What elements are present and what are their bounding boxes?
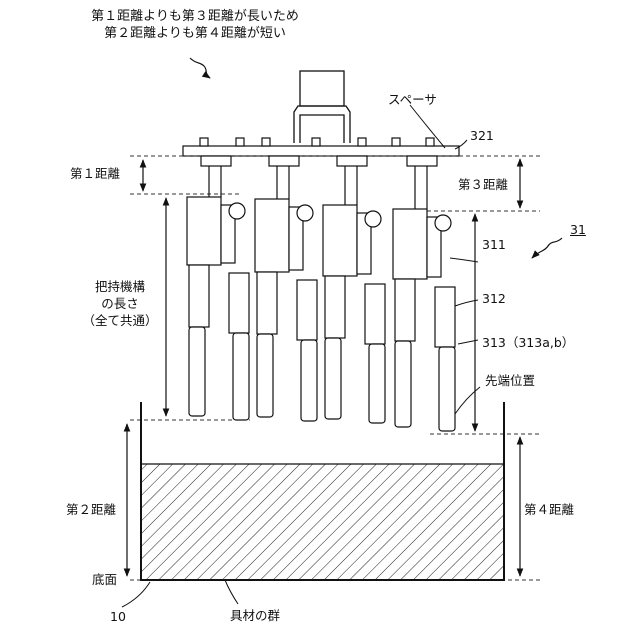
gripper-pulley-1 — [229, 203, 245, 219]
gripper-finger-b-4 — [439, 347, 455, 431]
gripper-lower-a-3 — [325, 276, 345, 338]
label-321: 321 — [470, 128, 494, 144]
label-313: 313（313a,b） — [482, 335, 574, 351]
label-31: 31 — [570, 222, 586, 238]
label-tip-position: 先端位置 — [485, 373, 535, 389]
label-spacer: スペーサ — [388, 92, 437, 108]
gripper-finger-a-4 — [395, 341, 411, 427]
gripper-bracket-3 — [337, 156, 367, 166]
gripper-body-2 — [255, 199, 289, 272]
gripper-finger-a-3 — [325, 338, 341, 419]
gripper-body-3 — [323, 205, 357, 276]
motor-mount — [294, 71, 350, 143]
gripper-body-4 — [393, 209, 427, 279]
gripper-finger-b-2 — [301, 340, 317, 421]
label-third-distance: 第３距離 — [458, 177, 508, 193]
gripper-pulley-4 — [435, 215, 451, 231]
label-second-distance: 第２距離 — [66, 502, 116, 518]
gripper-lower-b-1 — [229, 273, 249, 333]
label-grip-length-2: の長さ — [80, 296, 160, 312]
note-line-2: 第２距離よりも第４距離が短い — [60, 25, 330, 42]
gripper-body-1 — [187, 197, 221, 265]
gripper-finger-a-2 — [257, 334, 273, 417]
gripper-bracket-4 — [407, 156, 437, 166]
gripper-pulley-2 — [297, 205, 313, 221]
label-bottom-surface: 底面 — [92, 572, 117, 588]
spacer-plate — [183, 138, 459, 156]
gripper-bracket-1 — [201, 156, 231, 166]
gripper-bracket-2 — [269, 156, 299, 166]
note-line-1: 第１距離よりも第３距離が長いため — [60, 8, 330, 25]
gripper-finger-a-1 — [189, 327, 205, 416]
squiggle-arrows — [190, 58, 562, 258]
label-grip-length-1: 把持機構 — [80, 279, 160, 295]
gripper-lower-a-2 — [257, 272, 277, 334]
label-312: 312 — [482, 291, 506, 307]
label-grip-length-3: （全て共通） — [72, 313, 168, 329]
label-first-distance: 第１距離 — [70, 166, 120, 182]
gripper-pulley-3 — [365, 211, 381, 227]
label-311: 311 — [482, 237, 506, 253]
label-ingredients: 具材の群 — [230, 608, 280, 624]
label-fourth-distance: 第４距離 — [524, 502, 574, 518]
gripper-group — [187, 156, 455, 431]
gripper-lower-a-4 — [395, 279, 415, 341]
gripper-lower-b-3 — [365, 284, 385, 344]
gripper-lower-b-2 — [297, 280, 317, 340]
explanation-note: 第１距離よりも第３距離が長いため 第２距離よりも第４距離が短い — [60, 8, 330, 42]
gripper-finger-b-3 — [369, 344, 385, 423]
gripper-lower-a-1 — [189, 265, 209, 327]
gripper-finger-b-1 — [233, 333, 249, 420]
gripper-lower-b-4 — [435, 287, 455, 347]
label-10: 10 — [110, 609, 126, 625]
